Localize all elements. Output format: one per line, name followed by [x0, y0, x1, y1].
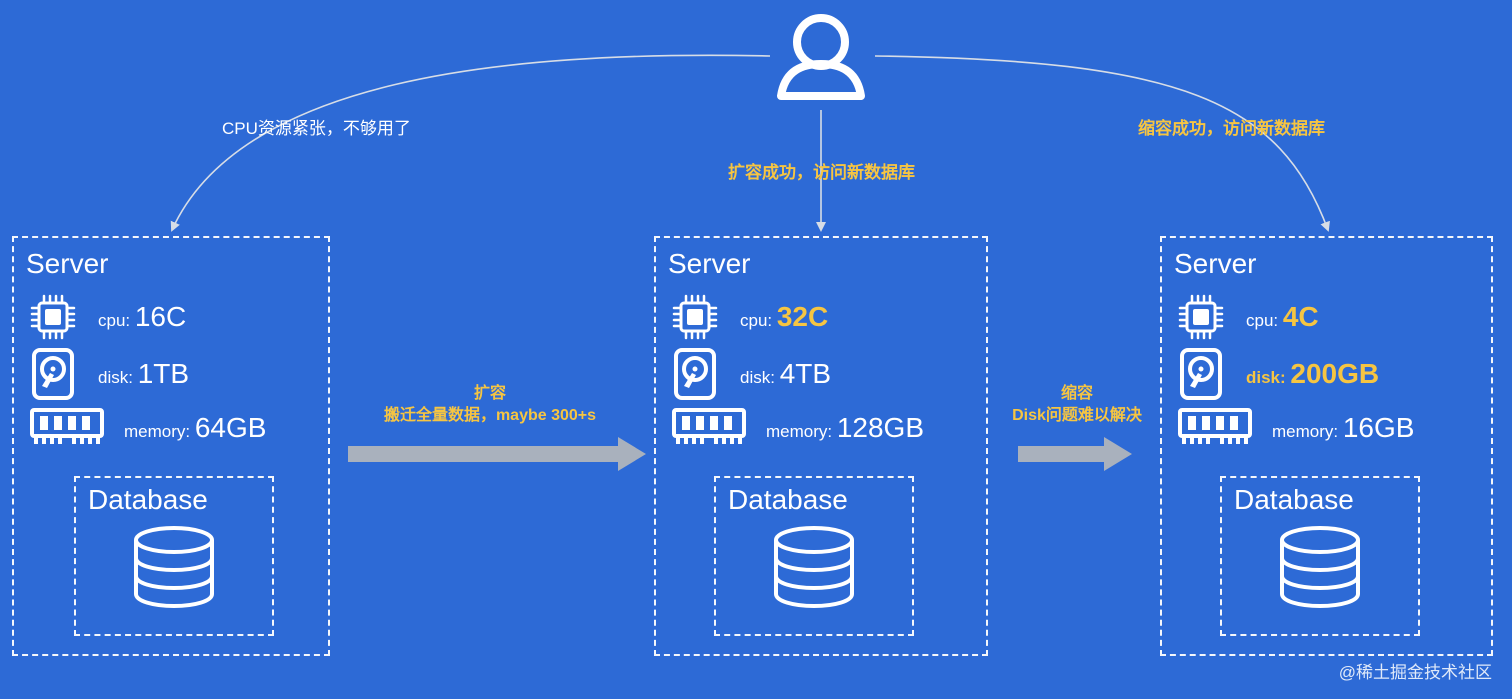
connector-left	[170, 54, 771, 232]
disk-value: 4TB	[779, 358, 832, 389]
disk-value: 1TB	[137, 358, 190, 389]
server-card-2: Server cpu: 32C	[654, 236, 988, 656]
cpu-chip-icon	[30, 294, 76, 340]
connector-label-middle: 扩容成功，访问新数据库	[728, 163, 915, 182]
scale-in-title: 缩容	[1060, 385, 1093, 402]
scale-in-arrow	[1018, 437, 1132, 471]
database-icon	[1280, 526, 1360, 609]
disk-spec: disk: 1TB	[30, 348, 189, 400]
hard-disk-icon	[1178, 348, 1224, 400]
connector-label-right: 缩容成功，访问新数据库	[1138, 119, 1325, 138]
cpu-spec: cpu: 4C	[1178, 294, 1319, 340]
user-icon	[777, 14, 865, 100]
memory-label: memory:	[124, 422, 195, 441]
memory-value: 128GB	[836, 412, 925, 443]
cpu-spec: cpu: 32C	[672, 294, 828, 340]
database-title: Database	[728, 484, 848, 515]
connector-label-left: CPU资源紧张，不够用了	[222, 119, 411, 138]
scale-out-label: 扩容 搬迁全量数据，maybe 300+s	[360, 383, 620, 427]
memory-value: 64GB	[194, 412, 267, 443]
memory-label: memory:	[1272, 422, 1343, 441]
database-title: Database	[1234, 484, 1354, 515]
disk-label: disk:	[740, 368, 780, 387]
scale-out-title: 扩容	[473, 385, 506, 402]
memory-spec: memory: 16GB	[1178, 406, 1414, 450]
cpu-chip-icon	[1178, 294, 1224, 340]
cpu-label: cpu:	[98, 311, 135, 330]
disk-label: disk:	[1246, 368, 1291, 387]
memory-value: 16GB	[1342, 412, 1415, 443]
scale-out-detail: 搬迁全量数据，maybe 300+s	[383, 407, 597, 424]
server-title: Server	[1174, 248, 1257, 279]
cpu-label: cpu:	[1246, 311, 1283, 330]
hard-disk-icon	[672, 348, 718, 400]
scale-in-label: 缩容 Disk问题难以解决	[992, 383, 1162, 427]
cpu-value: 32C	[776, 301, 829, 332]
database-title: Database	[88, 484, 208, 515]
disk-spec: disk: 4TB	[672, 348, 831, 400]
scale-in-detail: Disk问题难以解决	[1012, 407, 1142, 424]
cpu-chip-icon	[672, 294, 718, 340]
watermark: @稀土掘金技术社区	[1338, 663, 1492, 682]
database-box: Database	[714, 476, 914, 636]
server-card-1: Server cpu: 16C	[12, 236, 330, 656]
disk-spec: disk: 200GB	[1178, 348, 1379, 400]
disk-label: disk:	[98, 368, 138, 387]
database-box: Database	[1220, 476, 1420, 636]
database-box: Database	[74, 476, 274, 636]
memory-spec: memory: 64GB	[30, 406, 266, 450]
server-title: Server	[668, 248, 751, 279]
memory-module-icon	[1178, 406, 1252, 450]
connector-right	[874, 55, 1330, 232]
cpu-value: 4C	[1282, 301, 1319, 332]
server-title: Server	[26, 248, 109, 279]
hard-disk-icon	[30, 348, 76, 400]
database-icon	[774, 526, 854, 609]
memory-module-icon	[672, 406, 746, 450]
memory-module-icon	[30, 406, 104, 450]
database-icon	[134, 526, 214, 609]
cpu-label: cpu:	[740, 311, 777, 330]
memory-label: memory:	[766, 422, 837, 441]
cpu-spec: cpu: 16C	[30, 294, 186, 340]
disk-value: 200GB	[1290, 358, 1380, 389]
memory-spec: memory: 128GB	[672, 406, 924, 450]
server-card-3: Server cpu: 4C	[1160, 236, 1493, 656]
cpu-value: 16C	[134, 301, 187, 332]
scale-out-arrow	[348, 437, 646, 471]
